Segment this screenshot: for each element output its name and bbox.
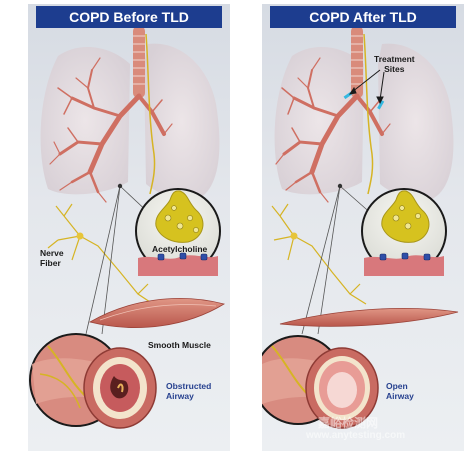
panel-after-tld: COPD After TLD Treatment Sites Open Airw… xyxy=(262,4,464,451)
watermark-url: www.anytesting.com xyxy=(306,430,406,441)
acetylcholine-zoom xyxy=(135,188,221,276)
trachea xyxy=(133,26,145,98)
label-treatment-sites: Treatment Sites xyxy=(374,54,415,74)
vagus-nerve xyxy=(363,33,374,195)
label-open-airway: Open Airway xyxy=(386,381,414,401)
label-smooth-muscle: Smooth Muscle xyxy=(148,340,211,350)
panel-before-tld: COPD Before TLD Nerve Fiber Acetylcholin… xyxy=(28,4,230,451)
panel-title-before: COPD Before TLD xyxy=(36,6,222,28)
bronchial-tree xyxy=(49,57,173,203)
airway-zoom xyxy=(262,335,379,429)
airway-zoom xyxy=(29,333,157,429)
after-illustration xyxy=(262,26,459,429)
left-lung xyxy=(40,46,130,195)
label-nerve-fiber: Nerve Fiber xyxy=(40,248,64,268)
smooth-muscle xyxy=(88,298,226,328)
before-illustration xyxy=(29,26,226,429)
label-obstructed-airway: Obstructed Airway xyxy=(166,381,212,401)
watermark-text: 嘉峪检测网 xyxy=(318,416,379,430)
bronchial-tree xyxy=(275,57,391,203)
vagus-nerve xyxy=(145,33,156,195)
right-lung xyxy=(378,43,454,200)
smooth-muscle xyxy=(279,308,459,327)
label-acetylcholine: Acetylcholine xyxy=(152,244,208,254)
left-lung xyxy=(274,46,364,195)
acetylcholine-zoom xyxy=(361,188,447,276)
trachea xyxy=(351,26,363,98)
panel-title-after: COPD After TLD xyxy=(270,6,456,28)
right-lung xyxy=(144,43,220,200)
nerve-fiber xyxy=(271,203,367,305)
